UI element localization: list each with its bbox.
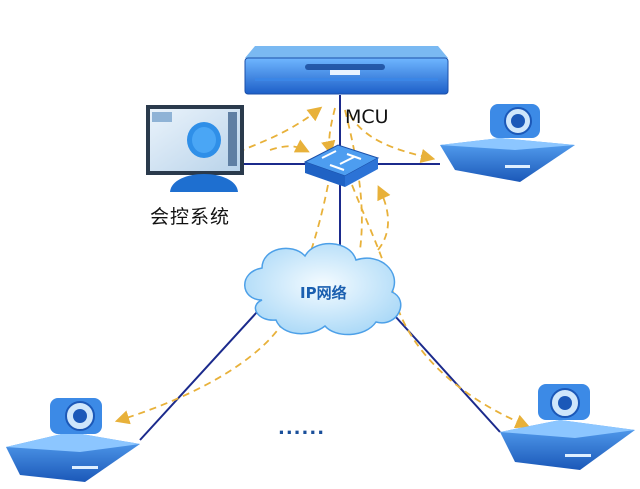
flow-mcu-down [344,109,363,251]
video-conference-terminal-icon [500,384,635,470]
video-conference-terminal-icon [440,104,575,182]
flow-mcu-to-switch [321,107,336,156]
ip-network-label: IP网络 [300,284,347,302]
ellipsis-label: ...... [278,418,326,439]
flow-cloud-up [377,185,391,251]
cloud-icon [244,242,402,336]
video-conference-terminal-icon [6,398,140,482]
network-switch-icon [303,144,380,187]
flow-control-to-mcu [237,106,323,153]
rack-server-icon [244,46,449,95]
cloud-terminal-right-link [384,304,501,433]
control-system-label: 会控系统 [150,206,231,228]
flow-control-to-switch [269,139,310,153]
cloud-terminal-left-link [139,299,269,441]
operator-workstation-icon [146,105,244,192]
mcu-label: MCU [345,106,389,128]
